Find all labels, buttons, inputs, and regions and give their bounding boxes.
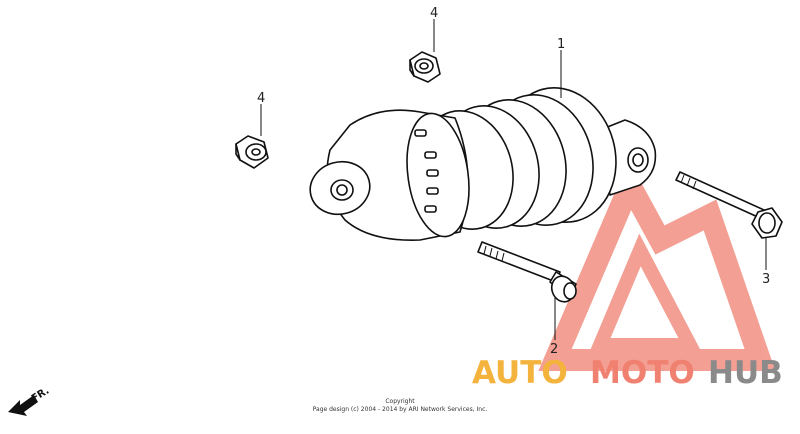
collar-bolt [477, 241, 577, 303]
watermark-auto: AUTO [472, 355, 568, 391]
callout-4-top: 4 [430, 6, 438, 21]
watermark-hub: HUB [708, 355, 783, 391]
callout-2: 2 [550, 342, 558, 357]
callout-1: 1 [557, 37, 565, 52]
watermark-text: AUTO MOTO HUB [472, 355, 783, 391]
mount-bolt [675, 171, 783, 239]
shock-absorber [309, 86, 657, 241]
copyright-line-1: Copyright [385, 398, 415, 405]
front-direction-arrow: FR. [8, 385, 51, 416]
nut-top [409, 51, 441, 83]
copyright-line-2: Page design (c) 2004 - 2014 by ARI Netwo… [313, 406, 488, 413]
nut-left [235, 135, 269, 169]
callout-3: 3 [762, 272, 770, 287]
leader-lines [260, 19, 767, 340]
callout-4-left: 4 [257, 91, 265, 106]
watermark-logo [538, 159, 776, 371]
body-slots [414, 129, 439, 213]
direction-label: FR. [30, 385, 52, 404]
watermark-moto: MOTO [590, 355, 695, 391]
